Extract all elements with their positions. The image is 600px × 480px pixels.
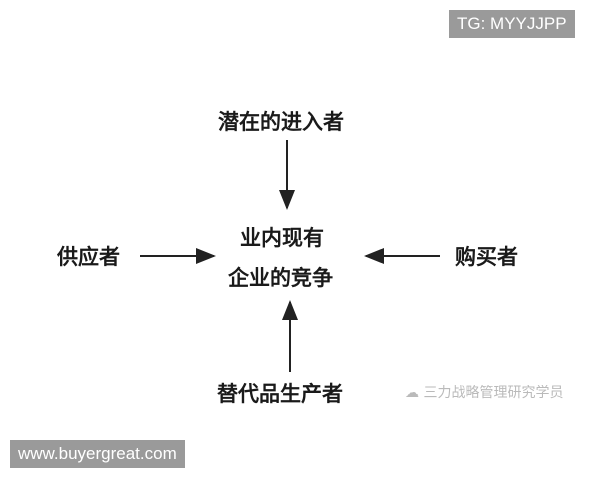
node-suppliers: 供应者	[57, 244, 120, 269]
node-buyers: 购买者	[455, 244, 518, 269]
tg-watermark: TG: MYYJJPP	[449, 10, 575, 38]
wechat-icon: ☁	[405, 385, 419, 401]
node-center-line1: 业内现有	[240, 225, 324, 250]
wechat-watermark-text: 三力战略管理研究学员	[423, 385, 564, 401]
node-center-line2: 企业的竞争	[228, 265, 333, 290]
node-substitutes: 替代品生产者	[217, 381, 343, 406]
wechat-watermark: ☁ 三力战略管理研究学员	[405, 382, 563, 402]
node-potential-entrants: 潜在的进入者	[218, 109, 344, 134]
site-watermark: www.buyergreat.com	[10, 440, 185, 468]
